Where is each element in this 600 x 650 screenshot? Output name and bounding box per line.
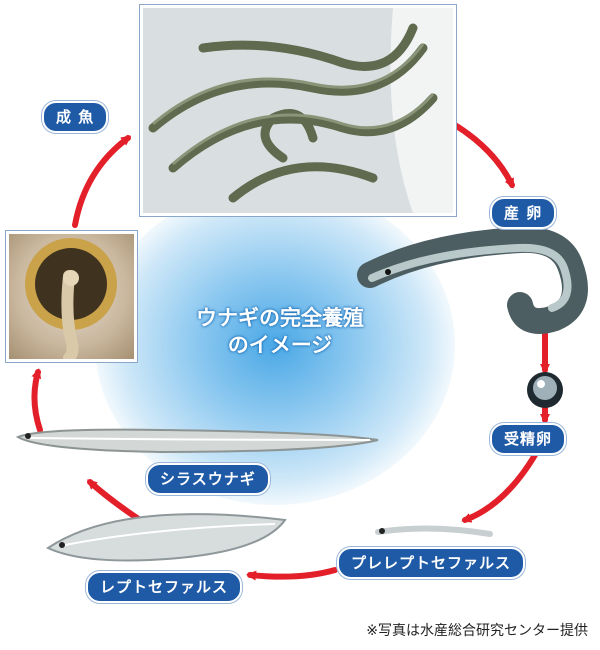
- arrow-prelepto-to-lepto: [246, 567, 338, 581]
- photo-credit: ※写真は水産総合研究センター提供: [366, 623, 588, 639]
- arrow-lepto-to-glass: [87, 479, 143, 523]
- arrow-photo-to-spawn: [452, 122, 515, 189]
- fertilized-egg-illustration: [527, 372, 563, 408]
- center-title: ウナギの完全養殖 のイメージ: [175, 305, 385, 359]
- label-adult-fish: 成 魚: [42, 101, 109, 133]
- center-title-line-1: ウナギの完全養殖: [196, 306, 364, 330]
- label-fertilized-egg: 受精卵: [490, 423, 567, 455]
- label-spawning: 産 卵: [490, 197, 557, 229]
- glass-eel-photo: [6, 231, 137, 362]
- arrow-photo-to-adult: [72, 135, 132, 228]
- adult-eels-photo: [140, 5, 456, 216]
- arrow-fert-to-prelepto: [461, 452, 538, 523]
- label-preleptocephalus: プレレプトセファルス: [337, 547, 526, 579]
- label-glass-eel: シラスウナギ: [146, 463, 270, 495]
- glass-eel-body-illustration: [15, 428, 379, 454]
- arrow-glass-to-photo: [31, 368, 43, 433]
- center-title-line-2: のイメージ: [227, 333, 333, 357]
- leptocephalus-illustration: [45, 513, 287, 562]
- label-leptocephalus: レプトセファルス: [86, 571, 243, 603]
- spawning-eel-illustration: [357, 226, 588, 334]
- prelepto-illustration: [375, 525, 493, 537]
- glass-eel-illustration: [25, 238, 117, 359]
- adult-eels-illustration: [143, 8, 453, 213]
